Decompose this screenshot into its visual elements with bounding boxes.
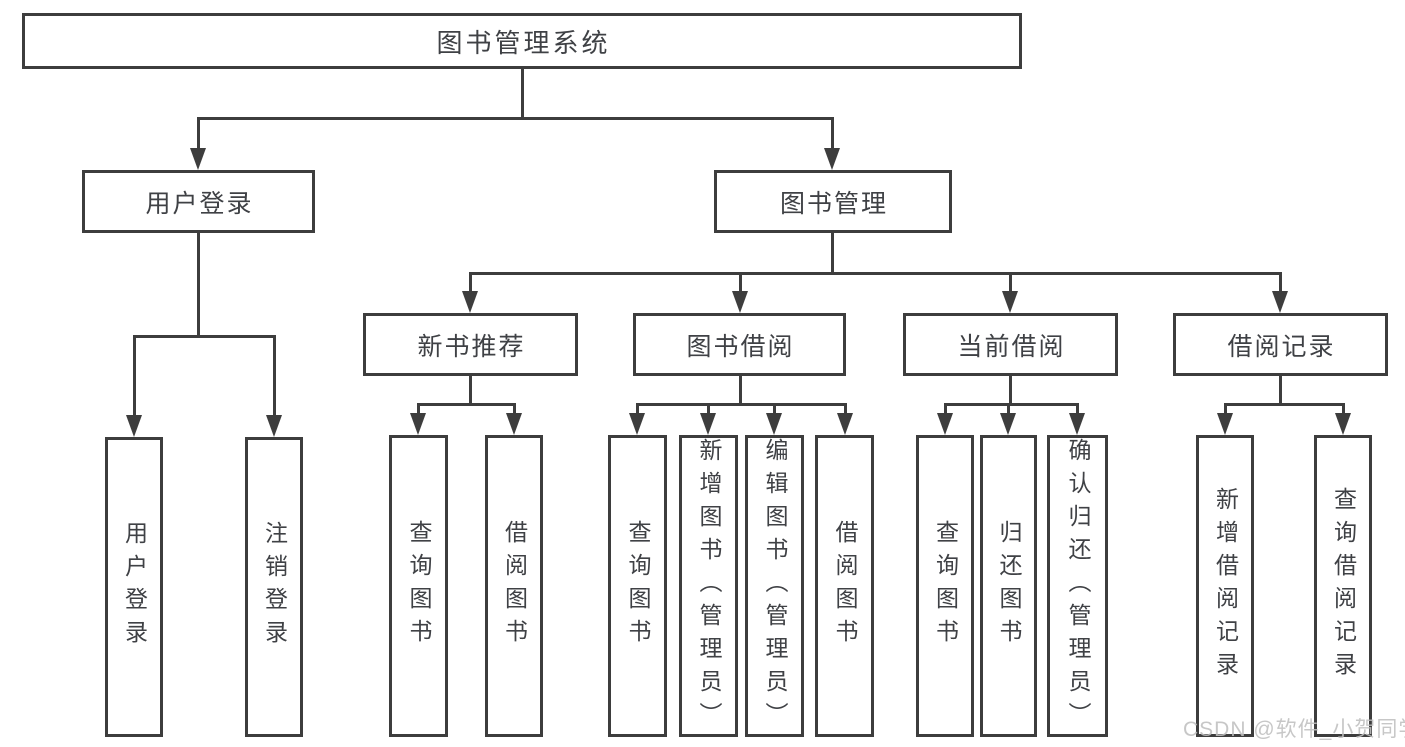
connector-line xyxy=(830,118,834,152)
leaf-logout: 注销登录 xyxy=(245,437,303,737)
connector-line xyxy=(416,402,516,406)
arrow-down-icon xyxy=(462,291,478,313)
node-label: 借阅图书 xyxy=(501,520,528,652)
arrow-down-icon xyxy=(732,291,748,313)
connector-line xyxy=(1008,376,1012,406)
connector-line xyxy=(272,336,276,420)
node-root-library-system: 图书管理系统 xyxy=(22,13,1022,69)
arrow-down-icon xyxy=(1069,413,1085,435)
node-label: 借阅记录 xyxy=(1227,332,1336,361)
connector-line xyxy=(1075,404,1079,418)
arrow-down-icon xyxy=(1000,413,1016,435)
connector-line xyxy=(843,404,847,418)
connector-line xyxy=(520,68,524,120)
leaf-add-borrow-record: 新增借阅记录 xyxy=(1196,435,1254,737)
arrow-down-icon xyxy=(1002,291,1018,313)
connector-line xyxy=(738,273,742,296)
leaf-query-books-recommend: 查询图书 xyxy=(389,435,448,737)
connector-line xyxy=(1006,404,1010,418)
connector-line xyxy=(772,404,776,418)
node-label: 新增图书（管理员） xyxy=(696,437,722,735)
connector-line xyxy=(196,233,200,338)
connector-line xyxy=(1341,404,1345,418)
leaf-query-books-current: 查询图书 xyxy=(916,435,974,737)
connector-line xyxy=(512,404,516,418)
arrow-down-icon xyxy=(1272,291,1288,313)
connector-line xyxy=(468,376,472,406)
arrow-down-icon xyxy=(629,413,645,435)
node-label: 图书管理 xyxy=(779,189,888,218)
node-label: 当前借阅 xyxy=(957,332,1066,361)
connector-line xyxy=(1223,402,1345,406)
connector-line xyxy=(1008,273,1012,296)
node-label: 图书管理系统 xyxy=(436,27,611,58)
node-label: 查询图书 xyxy=(932,520,959,652)
arrow-down-icon xyxy=(1335,413,1351,435)
leaf-user-login: 用户登录 xyxy=(105,437,163,737)
connector-line xyxy=(132,336,136,420)
connector-line xyxy=(468,273,472,296)
leaf-borrow-books: 借阅图书 xyxy=(815,435,874,737)
leaf-return-books: 归还图书 xyxy=(980,435,1037,737)
connector-line xyxy=(635,404,639,418)
connector-line xyxy=(196,116,834,120)
connector-line xyxy=(943,402,1079,406)
arrow-down-icon xyxy=(506,413,522,435)
leaf-borrow-books-recommend: 借阅图书 xyxy=(485,435,543,737)
leaf-add-books-admin: 新增图书（管理员） xyxy=(679,435,738,737)
arrow-down-icon xyxy=(266,415,282,437)
node-label: 注销登录 xyxy=(261,521,288,653)
node-label: 归还图书 xyxy=(996,520,1022,652)
connector-line xyxy=(1278,273,1282,296)
node-label: 查询图书 xyxy=(406,520,432,652)
connector-line xyxy=(706,404,710,418)
node-book-borrow: 图书借阅 xyxy=(633,313,846,376)
arrow-down-icon xyxy=(126,415,142,437)
arrow-down-icon xyxy=(1217,413,1233,435)
connector-line xyxy=(943,404,947,418)
node-current-borrow: 当前借阅 xyxy=(903,313,1118,376)
node-borrow-records: 借阅记录 xyxy=(1173,313,1388,376)
arrow-down-icon xyxy=(700,413,716,435)
node-new-book-recommend: 新书推荐 xyxy=(363,313,578,376)
leaf-query-books-borrow: 查询图书 xyxy=(608,435,667,737)
connector-line xyxy=(1223,404,1227,418)
node-label: 用户登录 xyxy=(121,521,148,653)
node-book-management: 图书管理 xyxy=(714,170,952,233)
leaf-edit-books-admin: 编辑图书（管理员） xyxy=(745,435,804,737)
node-label: 新增借阅记录 xyxy=(1212,487,1239,685)
leaf-confirm-return-admin: 确认归还（管理员） xyxy=(1047,435,1108,737)
arrow-down-icon xyxy=(837,413,853,435)
arrow-down-icon xyxy=(824,148,840,170)
leaf-query-borrow-record: 查询借阅记录 xyxy=(1314,435,1372,737)
node-user-login: 用户登录 xyxy=(82,170,315,233)
node-label: 用户登录 xyxy=(145,189,254,218)
node-label: 查询借阅记录 xyxy=(1330,487,1357,685)
connector-line xyxy=(196,118,200,152)
connector-line xyxy=(468,271,1282,275)
connector-line xyxy=(738,376,742,406)
node-label: 借阅图书 xyxy=(832,520,858,652)
node-label: 查询图书 xyxy=(625,520,651,652)
node-label: 编辑图书（管理员） xyxy=(762,437,788,735)
connector-line xyxy=(635,402,847,406)
node-label: 确认归还（管理员） xyxy=(1065,437,1091,735)
node-label: 图书借阅 xyxy=(686,332,795,361)
csdn-watermark: CSDN @软件_小贺同学 xyxy=(1183,718,1405,741)
connector-line xyxy=(1278,376,1282,406)
connector-line xyxy=(830,233,834,275)
arrow-down-icon xyxy=(410,413,426,435)
arrow-down-icon xyxy=(766,413,782,435)
connector-line xyxy=(416,404,420,418)
arrow-down-icon xyxy=(937,413,953,435)
connector-line xyxy=(132,334,276,338)
arrow-down-icon xyxy=(190,148,206,170)
node-label: 新书推荐 xyxy=(417,332,526,361)
